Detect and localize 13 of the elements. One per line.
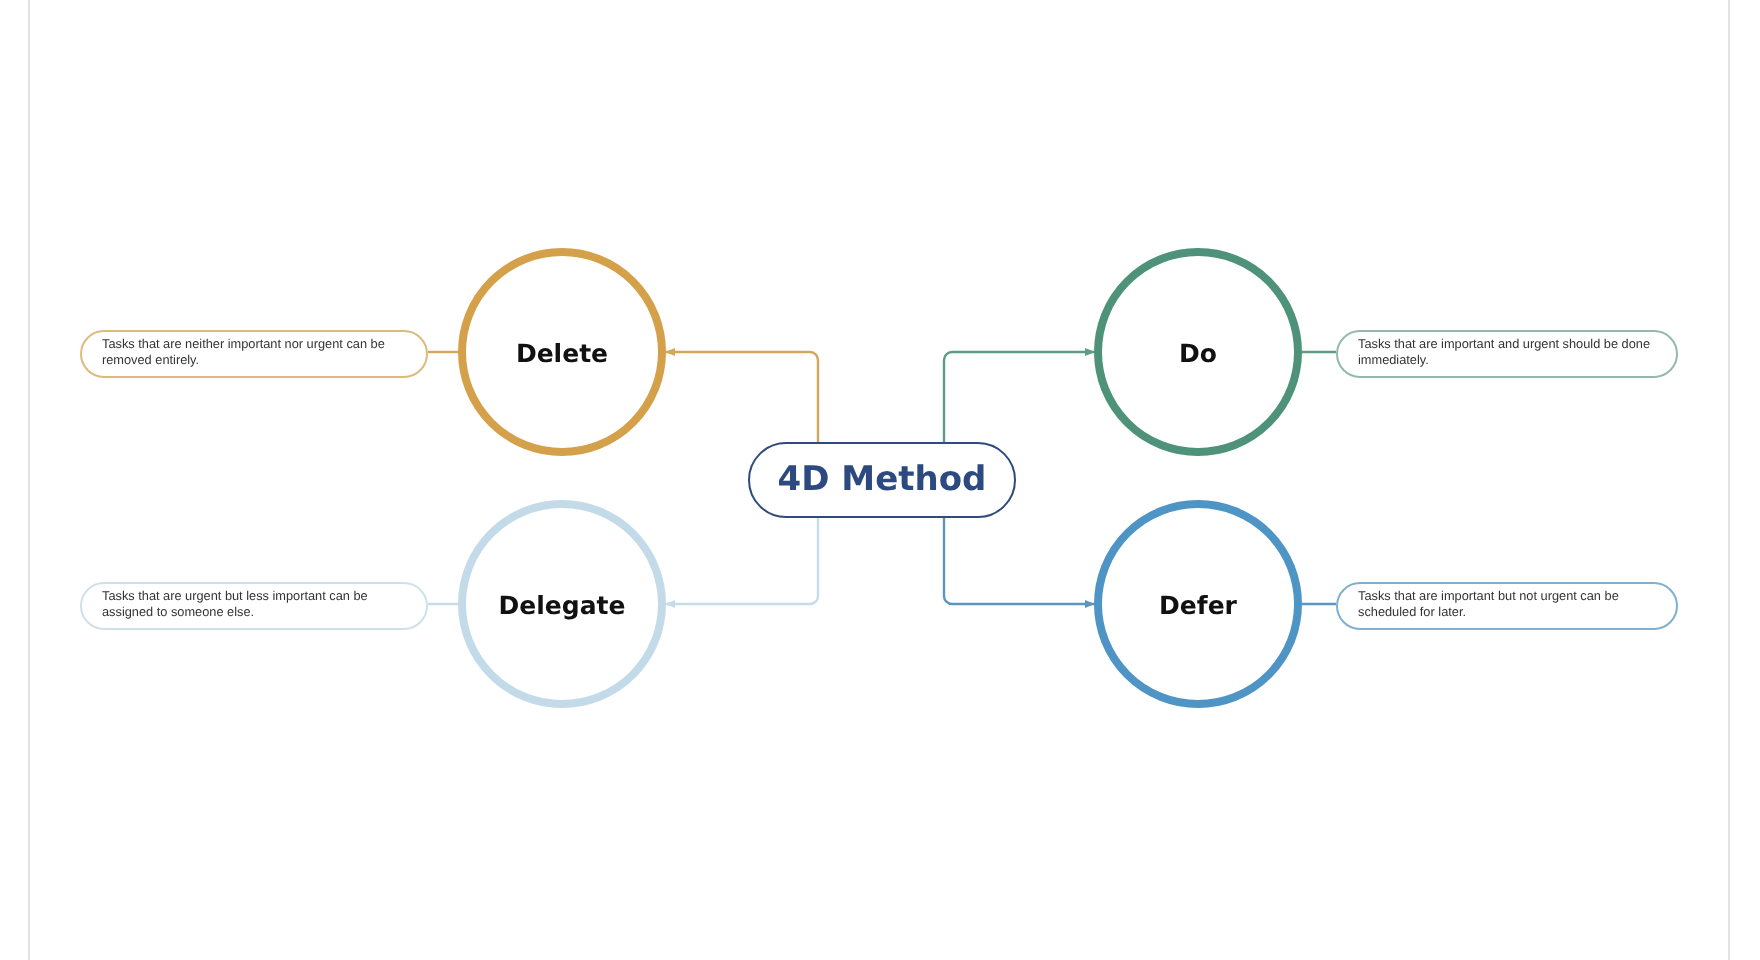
central-topic: 4D Method [748, 442, 1016, 518]
arrow [665, 348, 820, 442]
category-circle: Delegate [458, 500, 666, 708]
arrow [665, 518, 820, 608]
connector-line [428, 350, 458, 354]
connector-line [1302, 350, 1336, 354]
connector-line [1302, 602, 1336, 606]
connector-line [428, 602, 458, 606]
category-circle: Do [1094, 248, 1302, 456]
category-circle: Delete [458, 248, 666, 456]
category-circle: Defer [1094, 500, 1302, 708]
arrow [942, 518, 1095, 608]
arrow [942, 348, 1095, 442]
